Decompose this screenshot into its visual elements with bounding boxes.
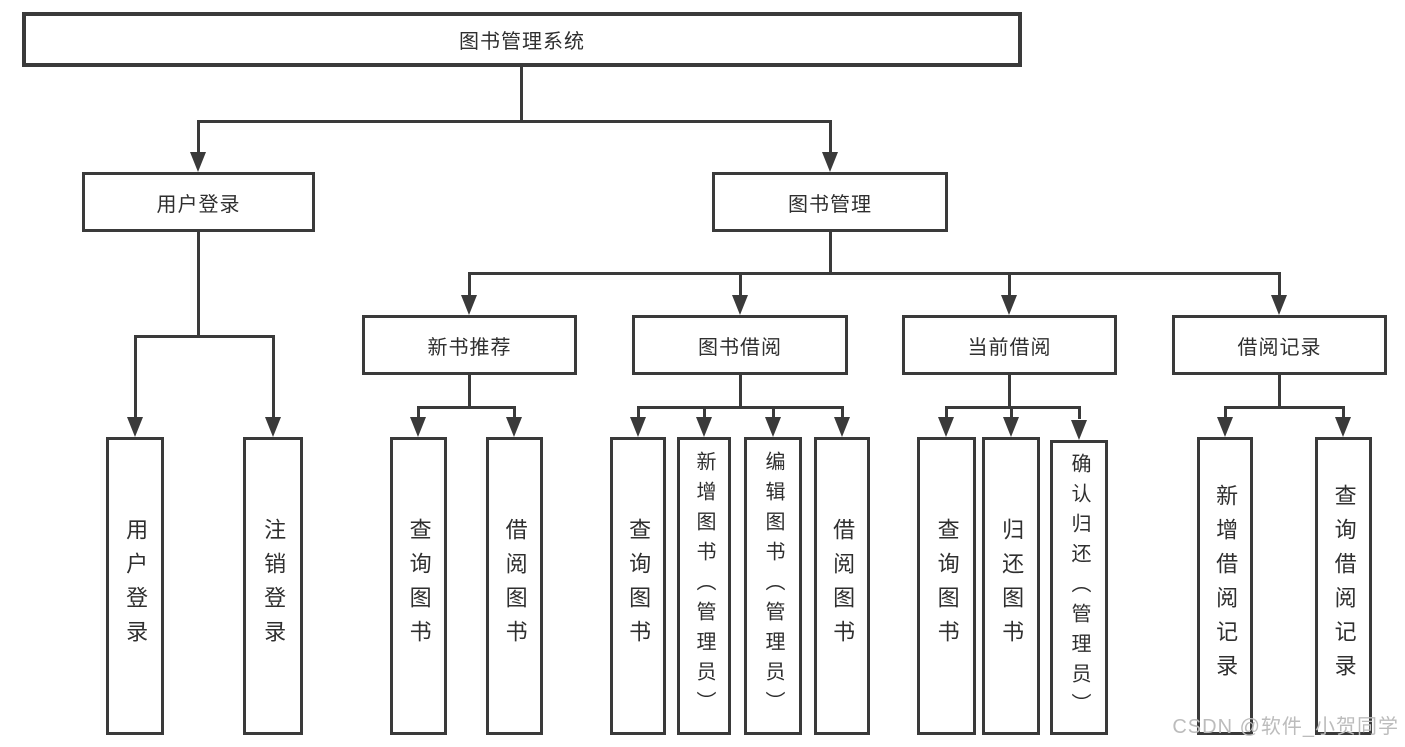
connector-line xyxy=(945,406,1081,409)
leaf-query-books-2: 查询图书 xyxy=(610,437,666,735)
node-book-borrow: 图书借阅 xyxy=(632,315,848,375)
connector-line xyxy=(197,232,200,335)
node-current-borrow: 当前借阅 xyxy=(902,315,1117,375)
connector-line xyxy=(197,120,200,156)
arrowhead xyxy=(834,417,850,437)
leaf-query-borrow-record: 查询借阅记录 xyxy=(1315,437,1372,735)
arrowhead xyxy=(190,152,206,172)
connector-line xyxy=(1224,406,1227,419)
connector-line xyxy=(1278,375,1281,406)
connector-line xyxy=(1010,406,1013,419)
arrowhead xyxy=(506,417,522,437)
arrowhead xyxy=(696,417,712,437)
node-user-login: 用户登录 xyxy=(82,172,315,232)
connector-line xyxy=(1008,375,1011,406)
connector-line xyxy=(134,335,137,419)
leaf-return-books: 归还图书 xyxy=(982,437,1040,735)
leaf-edit-books-admin: 编辑图书（管理员） xyxy=(744,437,802,735)
connector-line xyxy=(513,406,516,419)
csdn-watermark: CSDN @软件_小贺同学 xyxy=(1172,716,1399,738)
connector-line xyxy=(1224,406,1344,409)
leaf-query-books-3: 查询图书 xyxy=(917,437,976,735)
arrowhead xyxy=(732,295,748,315)
leaf-borrow-books-2: 借阅图书 xyxy=(814,437,870,735)
arrowhead xyxy=(822,152,838,172)
arrowhead xyxy=(265,417,281,437)
leaf-borrow-books-1: 借阅图书 xyxy=(486,437,543,735)
connector-line xyxy=(637,406,843,409)
connector-line xyxy=(1008,272,1011,297)
leaf-logout: 注销登录 xyxy=(243,437,303,735)
connector-line xyxy=(468,272,1281,275)
connector-line xyxy=(945,406,948,419)
arrowhead xyxy=(765,417,781,437)
arrowhead xyxy=(1001,295,1017,315)
arrowhead xyxy=(127,417,143,437)
connector-line xyxy=(520,67,523,120)
leaf-confirm-return-admin: 确认归还（管理员） xyxy=(1050,440,1108,735)
connector-line xyxy=(1278,272,1281,297)
leaf-user-login: 用户登录 xyxy=(106,437,164,735)
arrowhead xyxy=(938,417,954,437)
arrowhead xyxy=(1003,417,1019,437)
arrowhead xyxy=(1217,417,1233,437)
leaf-add-borrow-record: 新增借阅记录 xyxy=(1197,437,1253,735)
arrowhead xyxy=(461,295,477,315)
leaf-add-books-admin: 新增图书（管理员） xyxy=(677,437,731,735)
connector-line xyxy=(134,335,275,338)
leaf-query-books-1: 查询图书 xyxy=(390,437,447,735)
connector-line xyxy=(739,375,742,406)
arrowhead xyxy=(410,417,426,437)
connector-line xyxy=(1342,406,1345,419)
node-borrow-records: 借阅记录 xyxy=(1172,315,1387,375)
connector-line xyxy=(468,375,471,406)
arrowhead xyxy=(1071,420,1087,440)
connector-line xyxy=(772,406,775,419)
connector-line xyxy=(417,406,516,409)
arrowhead xyxy=(630,417,646,437)
connector-line xyxy=(637,406,640,419)
node-root: 图书管理系统 xyxy=(22,12,1022,67)
connector-line xyxy=(197,120,832,123)
connector-line xyxy=(829,232,832,272)
connector-line xyxy=(739,272,742,297)
connector-line xyxy=(1078,406,1081,419)
arrowhead xyxy=(1271,295,1287,315)
connector-line xyxy=(829,120,832,156)
arrowhead xyxy=(1335,417,1351,437)
connector-line xyxy=(468,272,471,297)
connector-line xyxy=(841,406,844,419)
node-book-management: 图书管理 xyxy=(712,172,948,232)
connector-line xyxy=(272,335,275,419)
connector-line xyxy=(417,406,420,419)
connector-line xyxy=(703,406,706,419)
node-new-book-recommend: 新书推荐 xyxy=(362,315,577,375)
